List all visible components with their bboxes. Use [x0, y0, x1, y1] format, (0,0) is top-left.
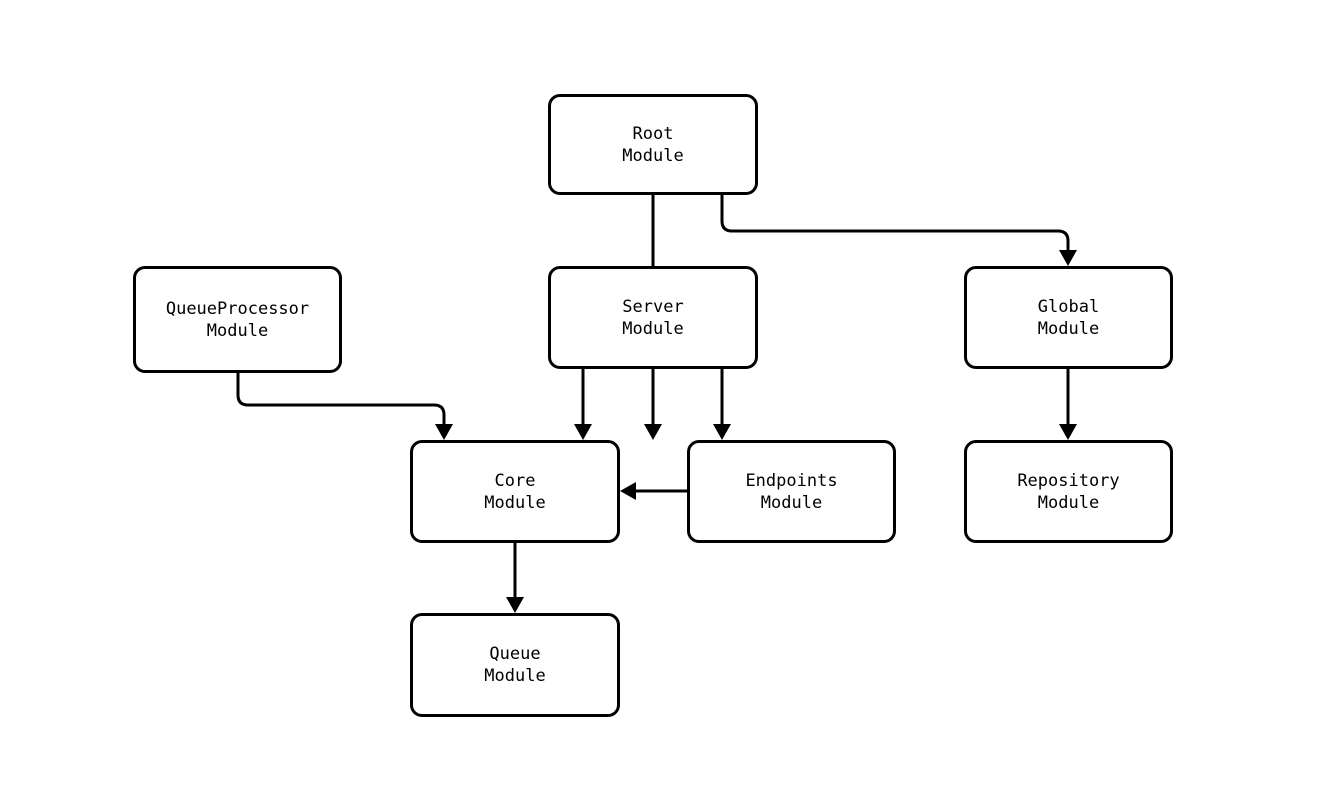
queue-module-label: Queue Module	[484, 644, 546, 686]
root-module-label: Root Module	[622, 123, 684, 166]
server-module-node[interactable]: Server Module	[548, 266, 758, 369]
queueprocessor-module-label: QueueProcessor Module	[165, 298, 310, 341]
core-module-node[interactable]: Core Module	[410, 440, 620, 543]
repository-module-label: Repository Module	[1017, 470, 1120, 513]
edge-global-to-repository	[1059, 369, 1077, 440]
core-module-label: Core Module	[484, 470, 546, 513]
global-module-label: Global Module	[1037, 296, 1100, 339]
server-module-label: Server Module	[622, 296, 684, 339]
edge-root-to-global	[720, 195, 1077, 266]
edge-queueprocessor-to-core	[236, 373, 453, 440]
edge-core-to-queue	[506, 543, 524, 613]
queueprocessor-module-node[interactable]: QueueProcessor Module	[133, 266, 342, 373]
edge-endpoints-to-core	[620, 482, 687, 500]
queue-module-node[interactable]: Queue Module	[410, 613, 620, 717]
edge-server-to-endpoints	[713, 369, 731, 440]
edge-server-to-core	[574, 369, 592, 440]
endpoints-module-node[interactable]: Endpoints Module	[687, 440, 896, 543]
endpoints-module-label: Endpoints Module	[745, 470, 838, 513]
repository-module-node[interactable]: Repository Module	[964, 440, 1173, 543]
global-module-node[interactable]: Global Module	[964, 266, 1173, 369]
root-module-node[interactable]: Root Module	[548, 94, 758, 195]
